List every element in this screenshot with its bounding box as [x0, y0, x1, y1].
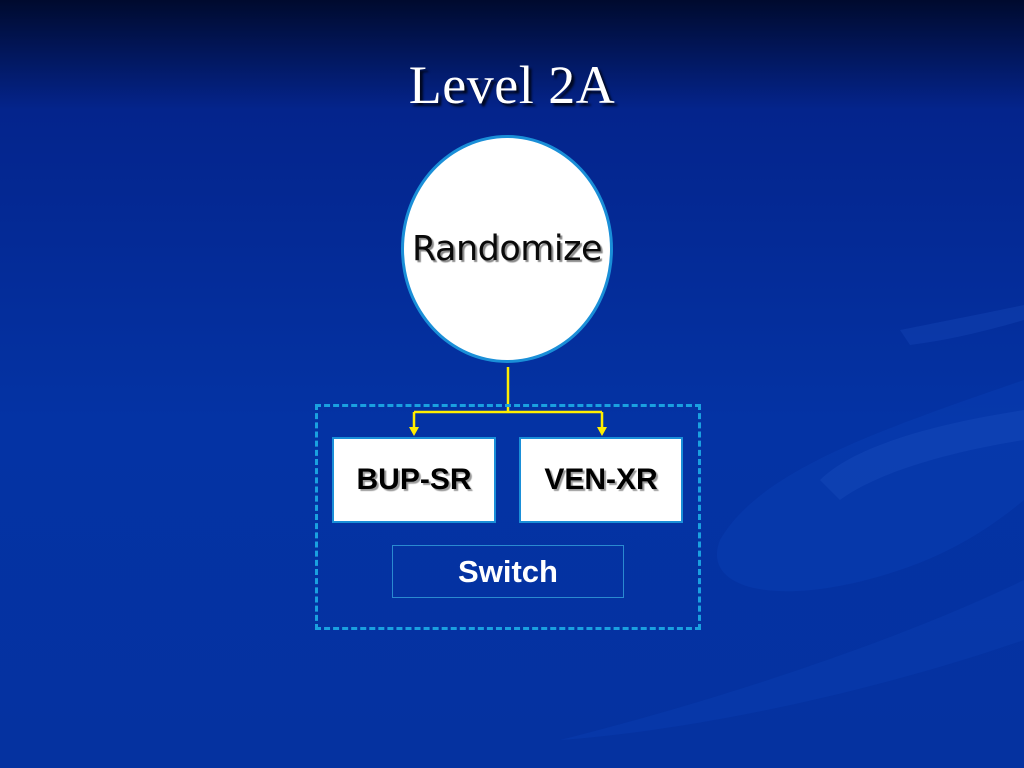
- slide-title: Level 2A: [408, 55, 616, 115]
- randomize-node: Randomize: [401, 135, 613, 363]
- switch-box: Switch: [392, 545, 624, 598]
- arm-bup-sr: BUP-SR: [332, 437, 496, 523]
- arm-label: VEN-XR: [544, 463, 658, 496]
- arm-label: BUP-SR: [356, 463, 472, 496]
- switch-group-outline: [315, 404, 701, 630]
- randomize-label: Randomize: [411, 229, 603, 269]
- arm-ven-xr: VEN-XR: [519, 437, 683, 523]
- switch-label: Switch: [458, 553, 558, 589]
